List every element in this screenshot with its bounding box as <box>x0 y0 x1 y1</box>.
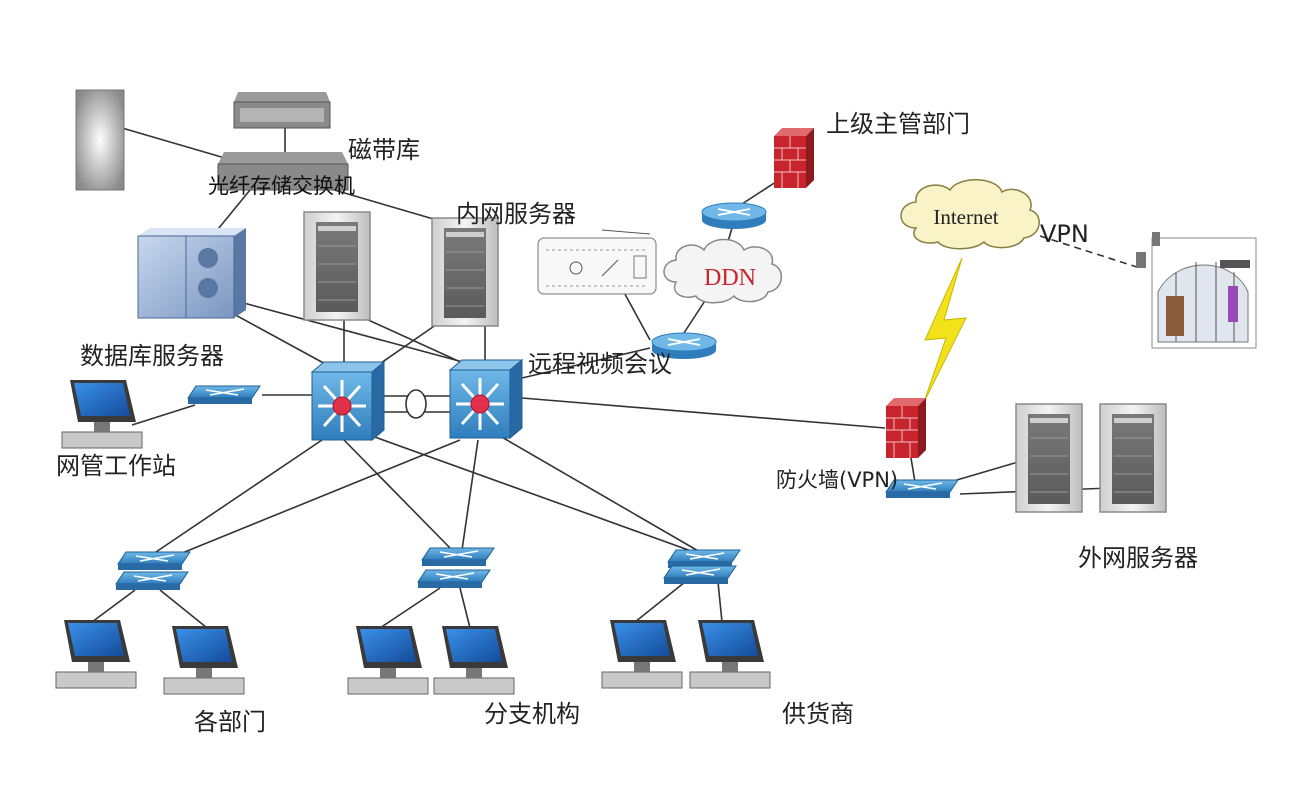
fiber-switch-icon <box>217 152 349 191</box>
network-workstation-pc-icon <box>61 379 143 449</box>
link-swdept-to-pc1 <box>91 589 136 623</box>
supplier-switch-icon-bottom <box>663 565 737 585</box>
vpn-label: VPN <box>1040 220 1089 248</box>
tape-library-icon <box>233 92 331 129</box>
fiber-switch-label: 光纤存储交换机 <box>208 174 355 198</box>
upper-router-icon <box>701 202 767 230</box>
tape-library-tower-icon <box>75 89 125 191</box>
workstation-switch-icon <box>187 385 261 405</box>
link-extswitch-to-server1 <box>949 459 1026 483</box>
link-core2-to-sw-supplier <box>499 435 701 553</box>
link-swsupplier-to-pc2 <box>717 581 723 623</box>
link-core2-to-video-router <box>521 347 651 379</box>
link-internet-to-vpn-site <box>1039 235 1141 269</box>
superior-dept-label: 上级主管部门 <box>826 110 970 138</box>
network-workstation-label: 网管工作站 <box>56 452 176 480</box>
suppliers-label: 供货商 <box>782 700 854 728</box>
lightning-icon <box>923 257 967 403</box>
branch-switch-icon-bottom <box>417 569 491 589</box>
link-core1-to-sw-supplier <box>371 435 695 553</box>
internet-cloud-icon <box>900 179 1040 250</box>
ddn-label: DDN <box>704 265 756 291</box>
dept-switch-icon-top <box>117 551 191 571</box>
ddn-cloud-icon <box>663 238 782 304</box>
link-db-to-core1 <box>229 311 341 373</box>
video-conference-icon <box>537 229 657 295</box>
dept-switch-icon-bottom <box>115 571 189 591</box>
branch-pc-icon-2 <box>433 625 515 695</box>
firewall-vpn-label: 防火墙(VPN) <box>776 468 899 492</box>
database-server-icon <box>137 228 246 319</box>
departments-label: 各部门 <box>194 708 266 736</box>
link-core2-to-firewall <box>521 397 886 429</box>
intranet-server-label: 内网服务器 <box>456 200 576 228</box>
dept-pc-icon-1 <box>55 619 137 689</box>
core-switch-icon-1 <box>310 360 386 442</box>
extranet-server-icon-2 <box>1099 403 1167 513</box>
link-db-to-core2 <box>239 301 486 369</box>
link-core2-to-sw-branch <box>461 439 479 551</box>
branch-switch-icon-top <box>421 547 495 567</box>
vpn-remote-site-icon <box>1136 232 1257 349</box>
link-core2-to-sw-dept <box>164 439 461 561</box>
link-core1-to-sw-branch <box>343 439 453 551</box>
connection-lines <box>91 125 1141 641</box>
link-swsupplier-to-pc1 <box>634 581 686 623</box>
link-swbranch-to-pc1 <box>379 587 441 629</box>
link-server1-to-core2 <box>363 317 479 371</box>
core-link-ring-icon <box>405 389 427 419</box>
superior-firewall-icon <box>773 127 815 189</box>
tape-library-label: 磁带库 <box>348 136 420 164</box>
supplier-pc-icon-2 <box>689 619 771 689</box>
vpn-firewall-icon <box>885 397 927 459</box>
internet-label: Internet <box>933 205 998 229</box>
link-swbranch-to-pc2 <box>459 587 471 629</box>
extranet-server-label: 外网服务器 <box>1078 544 1198 572</box>
intranet-server-icon-2 <box>431 217 499 327</box>
extranet-server-icon-1 <box>1015 403 1083 513</box>
supplier-pc-icon-1 <box>601 619 683 689</box>
link-wsswitch-to-pc <box>131 404 196 426</box>
database-server-label: 数据库服务器 <box>80 342 224 370</box>
dept-pc-icon-2 <box>163 625 245 695</box>
link-core1-to-sw-dept <box>149 439 323 557</box>
intranet-server-icon-1 <box>303 211 371 321</box>
branch-pc-icon-1 <box>347 625 429 695</box>
branches-label: 分支机构 <box>484 700 580 728</box>
core-switch-icon-2 <box>448 358 524 440</box>
remote-video-label: 远程视频会议 <box>528 350 672 378</box>
supplier-switch-icon-top <box>667 549 741 569</box>
